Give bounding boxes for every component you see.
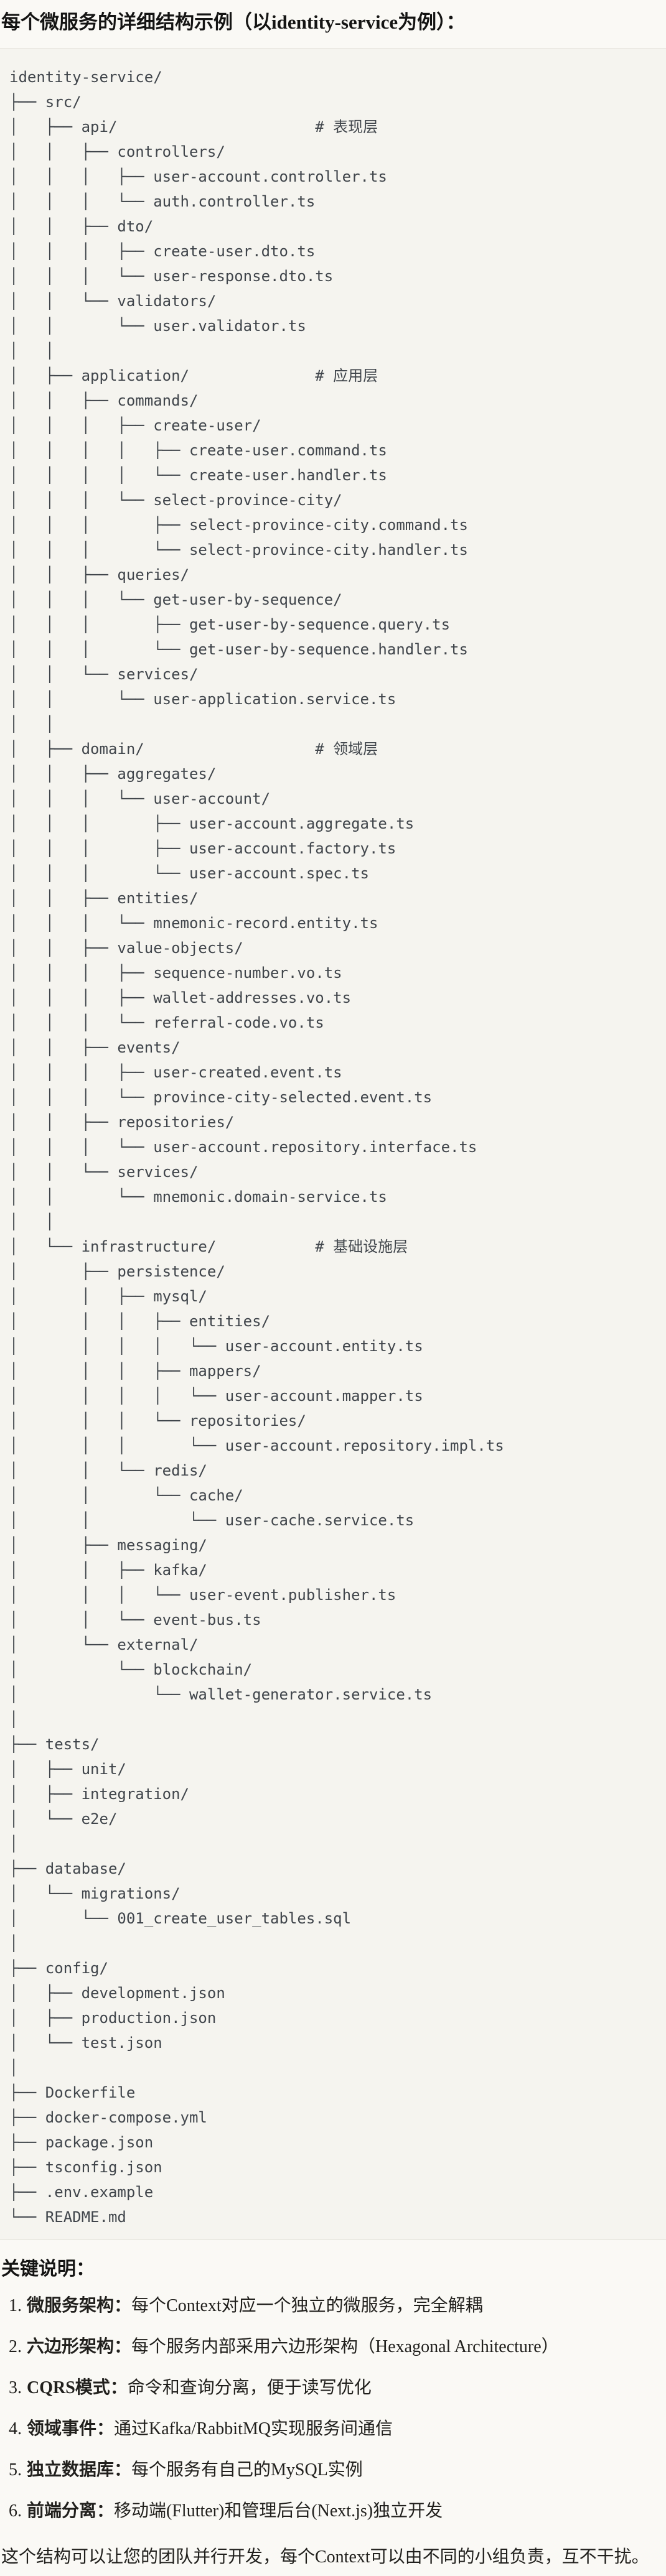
note-number: 5. <box>9 2460 22 2480</box>
closing-paragraph: 这个结构可以让您的团队并行开发，每个Context可以由不同的小组负责，互不干扰… <box>1 2547 649 2567</box>
note-number: 2. <box>9 2337 22 2356</box>
note-label: 前端分离： <box>27 2501 115 2521</box>
note-text: 移动端(Flutter)和管理后台(Next.js)独立开发 <box>114 2501 443 2521</box>
notes-heading: 关键说明： <box>1 2259 95 2279</box>
note-number: 3. <box>9 2378 22 2397</box>
directory-tree-code-block: identity-service/ ├── src/ │ ├── api/ # … <box>0 48 666 2240</box>
note-text: 每个Context对应一个独立的微服务，完全解耦 <box>131 2296 483 2315</box>
note-item-frontend-separation: 6.前端分离：移动端(Flutter)和管理后台(Next.js)独立开发 <box>9 2499 661 2524</box>
note-label: 领域事件： <box>27 2419 115 2439</box>
note-text: 每个服务有自己的MySQL实例 <box>131 2460 363 2480</box>
note-number: 1. <box>9 2296 22 2315</box>
note-item-microservice-architecture: 1. 微服务架构：每个Context对应一个独立的微服务，完全解耦 <box>9 2294 661 2318</box>
note-label: CQRS模式： <box>27 2378 128 2397</box>
note-label: 独立数据库： <box>27 2460 132 2480</box>
note-item-domain-events: 4.领域事件：通过Kafka/RabbitMQ实现服务间通信 <box>9 2417 661 2442</box>
note-text: 每个服务内部采用六边形架构（Hexagonal Architecture） <box>131 2337 559 2356</box>
directory-tree-text: identity-service/ ├── src/ │ ├── api/ # … <box>9 68 504 2226</box>
note-item-cqrs-pattern: 3. CQRS模式：命令和查询分离，便于读写优化 <box>9 2376 661 2401</box>
note-label: 微服务架构： <box>27 2296 132 2315</box>
note-item-hexagonal-architecture: 2. 六边形架构：每个服务内部采用六边形架构（Hexagonal Architec… <box>9 2335 661 2360</box>
note-number: 6. <box>9 2501 22 2521</box>
note-label: 六边形架构： <box>27 2337 132 2356</box>
note-number: 4. <box>9 2419 22 2439</box>
note-item-independent-database: 5.独立数据库：每个服务有自己的MySQL实例 <box>9 2458 661 2483</box>
note-text: 通过Kafka/RabbitMQ实现服务间通信 <box>114 2419 393 2439</box>
notes-list: 1. 微服务架构：每个Context对应一个独立的微服务，完全解耦 2. 六边形架构… <box>9 2294 661 2524</box>
page-title: 每个微服务的详细结构示例（以identity-service为例）： <box>1 11 466 33</box>
note-text: 命令和查询分离，便于读写优化 <box>127 2378 372 2397</box>
